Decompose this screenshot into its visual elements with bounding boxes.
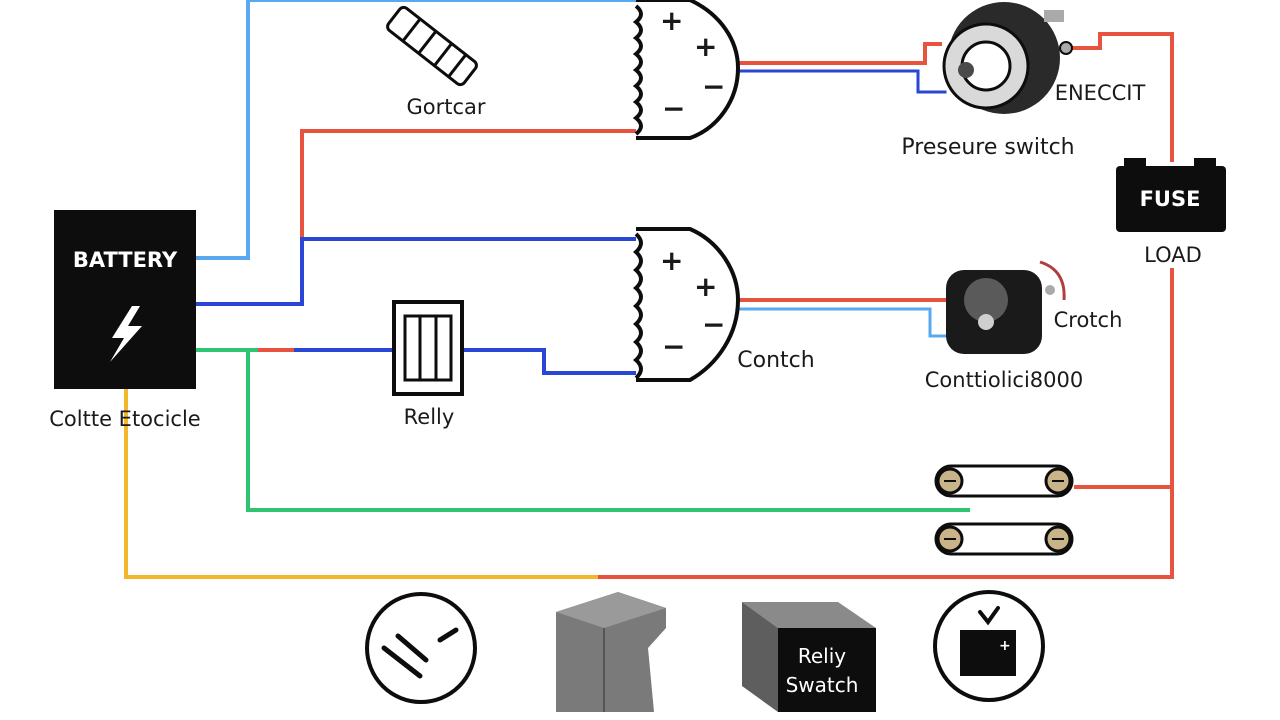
plus-icon: + (999, 638, 1011, 654)
battery-caption: Coltte Etocicle (49, 407, 200, 431)
relay-part (392, 300, 464, 396)
relay-switch-line1: Reliy (798, 644, 846, 668)
terminal-bar-icon (934, 522, 1074, 556)
terminal-bar-bottom (934, 522, 1074, 556)
contactor-top: + + − − (632, 0, 741, 140)
gray-box (556, 592, 666, 712)
contactor-mid-body (636, 227, 741, 382)
relay-caption: Relly (404, 405, 455, 429)
wire-red-pressure (736, 42, 942, 65)
minus-icon: − (702, 308, 725, 341)
fuse-box (1116, 166, 1226, 232)
contactor-caption: Contch (737, 348, 814, 373)
coil-mid-icon (633, 232, 643, 380)
minus-icon: − (662, 92, 685, 125)
wire-blue-crotch (736, 307, 952, 338)
coil-top-icon (632, 4, 643, 136)
gauge-circle (365, 592, 477, 704)
wire-light-blue (196, 0, 250, 260)
wire-green-loop (246, 348, 970, 512)
lightning-icon (110, 306, 142, 362)
fuse-caption: LOAD (1144, 243, 1202, 267)
crotch-sub-caption: Conttiolici8000 (925, 368, 1083, 392)
connector-icon (386, 5, 478, 87)
pressure-switch-part (942, 2, 1073, 114)
contactor-top-body (636, 0, 741, 140)
fuse-block: FUSE (1116, 158, 1226, 232)
connector-caption: Gortcar (406, 95, 485, 119)
minus-icon: − (662, 330, 685, 363)
minus-icon: − (702, 70, 725, 103)
battery-circle: + (933, 590, 1045, 702)
box-icon (556, 592, 666, 712)
wires (124, 0, 1174, 579)
plus-icon: + (694, 30, 717, 63)
wire-red-bottom (598, 268, 1174, 579)
plus-icon: + (694, 270, 717, 303)
wire-blue-relay-out (460, 348, 638, 375)
fuse-label: FUSE (1140, 187, 1201, 211)
gauge-icon (365, 592, 477, 704)
battery-label: BATTERY (73, 248, 178, 272)
wire-red-fuse (1062, 32, 1174, 162)
plus-icon: + (660, 244, 683, 277)
crotch-part (946, 260, 1066, 354)
relay-switch-box: Reliy Swatch (742, 602, 876, 712)
relay-switch-icon (778, 628, 876, 712)
contactor-mid: + + − − (633, 227, 741, 382)
relay-switch-line2: Swatch (786, 673, 859, 697)
wire-blue-pressure (736, 69, 947, 94)
battery-block: BATTERY Coltte Etocicle (49, 210, 201, 431)
wire-dark-blue (196, 237, 638, 306)
connector-part (386, 5, 478, 87)
pressure-switch-caption: Preseure switch (901, 135, 1074, 160)
crotch-caption: Crotch (1054, 308, 1123, 332)
battery-box (54, 210, 196, 389)
wire-yellow (124, 388, 602, 579)
pressure-switch-side-label: ENECCIT (1055, 81, 1146, 105)
wire-red-top (300, 129, 638, 240)
plus-icon: + (660, 4, 683, 37)
terminal-bar-top (934, 464, 1074, 498)
terminal-bar-icon (934, 464, 1074, 498)
